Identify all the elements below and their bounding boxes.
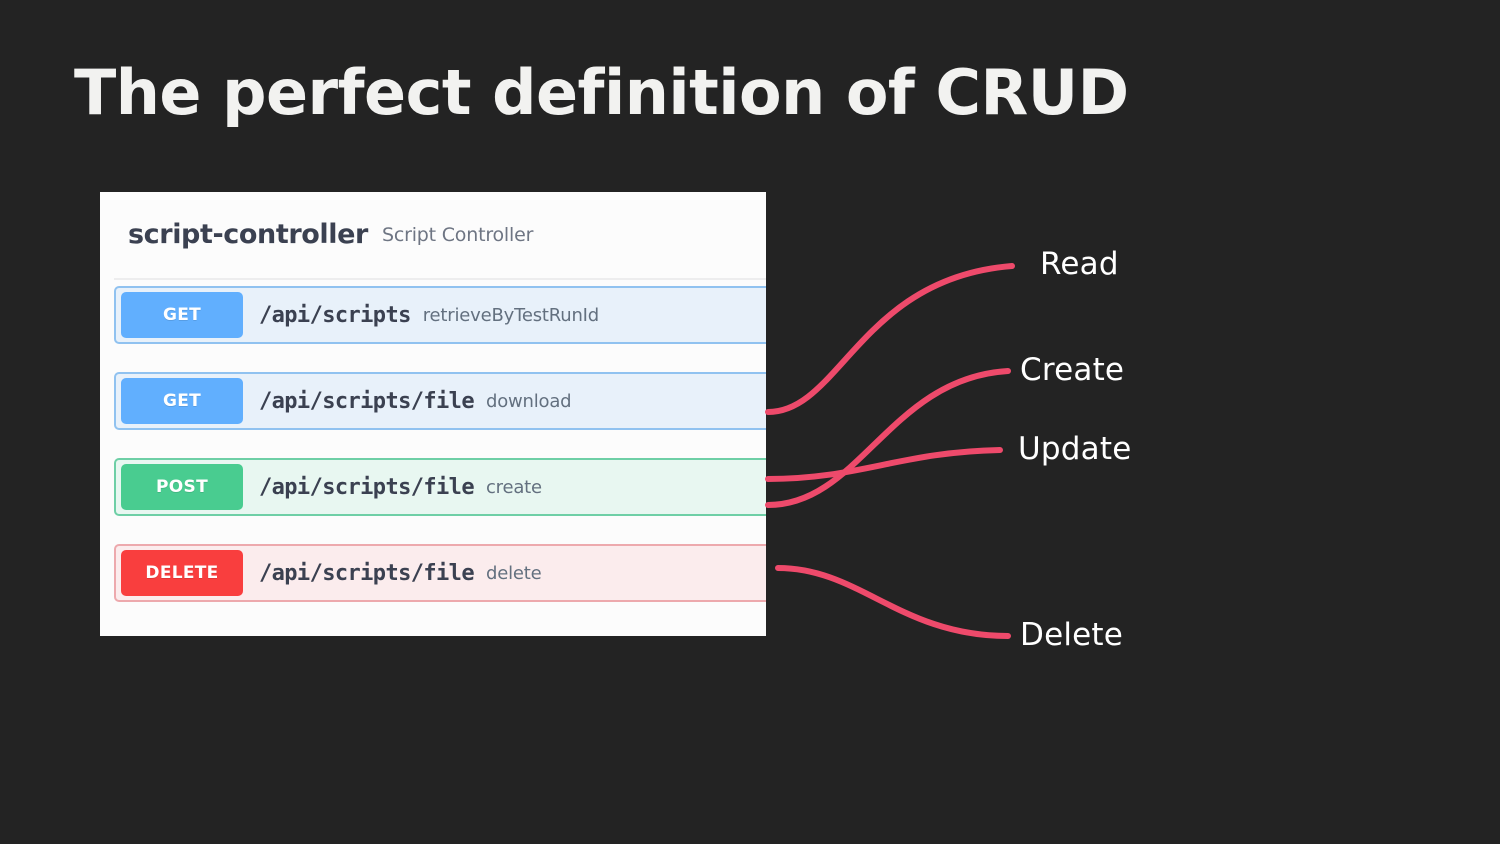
swagger-tag-header: script-controller Script Controller [100,192,766,277]
connector-line-read [765,263,1015,415]
annotation-label-create: Create [1020,352,1125,388]
swagger-tag-name: script-controller [128,219,368,250]
connector-line-delete [775,565,1011,639]
operation-list: GET /api/scripts retrieveByTestRunId GET… [114,286,766,630]
operation-path: /api/scripts/file [259,388,475,414]
operation-row-get-scripts[interactable]: GET /api/scripts retrieveByTestRunId [114,286,766,344]
operation-summary: delete [485,562,542,584]
method-badge-get: GET [121,292,243,338]
connector-line-update [765,447,1003,482]
operation-summary: download [485,390,572,412]
connector-line-create [765,368,1011,508]
page-title: The perfect definition of CRUD [74,56,1129,129]
operation-path: /api/scripts/file [259,474,475,500]
operation-row-get-scripts-file[interactable]: GET /api/scripts/file download [114,372,766,430]
annotation-label-update: Update [1018,431,1132,467]
method-badge-delete: DELETE [121,550,243,596]
annotation-label-delete: Delete [1020,617,1124,653]
header-divider [114,278,766,280]
method-badge-get: GET [121,378,243,424]
operation-path: /api/scripts/file [259,560,475,586]
operation-summary: create [485,476,542,498]
operation-row-delete-scripts-file[interactable]: DELETE /api/scripts/file delete [114,544,766,602]
annotation-label-read: Read [1040,246,1119,282]
operation-summary: retrieveByTestRunId [422,304,599,326]
operation-path: /api/scripts [259,302,411,328]
swagger-tag-description: Script Controller [381,223,534,246]
swagger-screenshot-panel: script-controller Script Controller GET … [100,192,766,636]
method-badge-post: POST [121,464,243,510]
operation-row-post-scripts-file[interactable]: POST /api/scripts/file create [114,458,766,516]
